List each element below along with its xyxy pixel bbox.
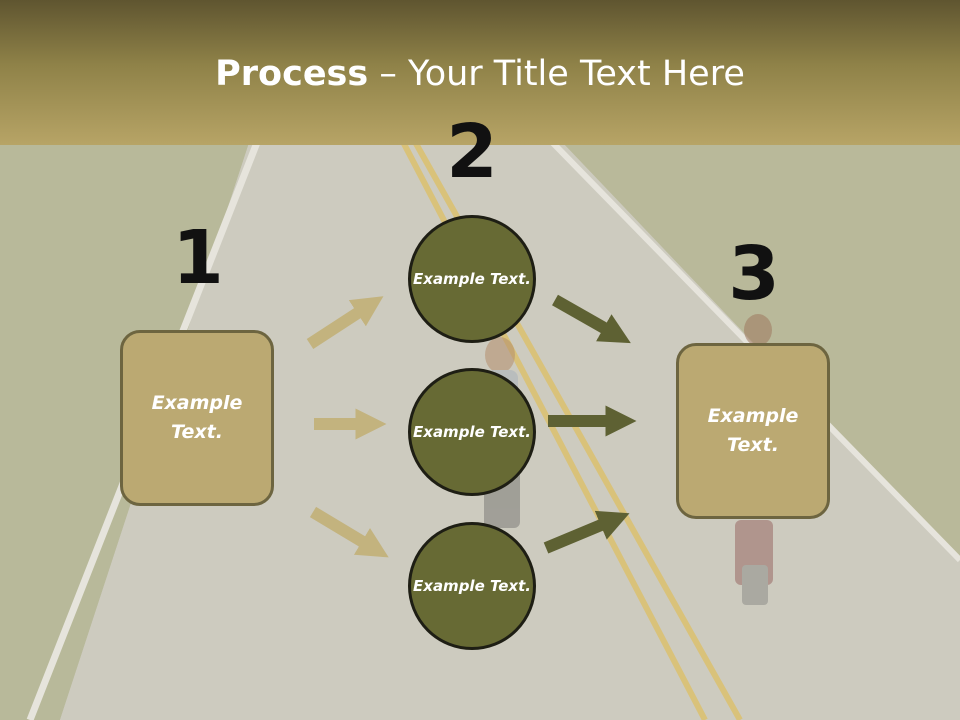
- step-number-2: 2: [446, 109, 498, 195]
- arrow-1-to-2a: [306, 296, 384, 350]
- step-2-label-top: Example Text.: [413, 269, 531, 288]
- slide-title-rest: – Your Title Text Here: [368, 54, 745, 94]
- step-1-box: Example Text.: [120, 330, 274, 506]
- slide-title: Process – Your Title Text Here: [0, 52, 960, 96]
- step-2-circle-middle: Example Text.: [408, 368, 536, 496]
- arrow-2a-to-3: [552, 294, 631, 344]
- step-1-label: Example Text.: [151, 392, 243, 443]
- arrow-2c-to-3: [543, 510, 630, 554]
- arrow-1-to-2c: [309, 506, 389, 558]
- step-number-3: 3: [728, 231, 780, 317]
- title-bar: [0, 0, 960, 145]
- step-3-label: Example Text.: [707, 405, 799, 456]
- step-2-circle-bottom: Example Text.: [408, 522, 536, 650]
- step-2-label-bottom: Example Text.: [413, 576, 531, 595]
- step-number-1: 1: [172, 215, 224, 301]
- slide-title-bold: Process: [215, 54, 369, 94]
- step-2-label-middle: Example Text.: [413, 422, 531, 441]
- step-2-circle-top: Example Text.: [408, 215, 536, 343]
- step-3-box: Example Text.: [676, 343, 830, 519]
